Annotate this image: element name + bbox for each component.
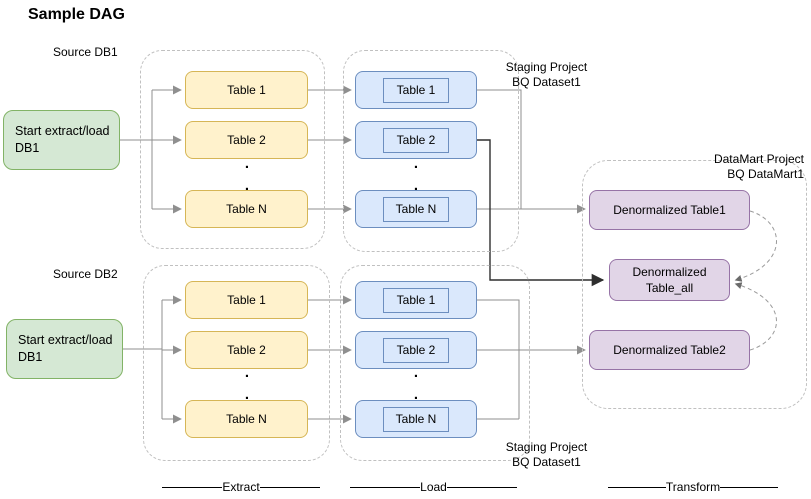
legend-load-line-left (350, 486, 421, 488)
datamart-label: DataMart Project BQ DataMart1 (688, 152, 804, 182)
db1-start-line1: Start extract/load (15, 124, 110, 138)
db1-extract-table-2: Table 2 (185, 121, 308, 159)
legend-transform: Transform (608, 480, 779, 494)
db1-load-table-1-inner: Table 1 (383, 77, 449, 103)
db2-extract-table-1: Table 1 (185, 281, 308, 319)
legend-transform-label: Transform (665, 480, 721, 494)
denormalized-table2-node: Denormalized Table2 (589, 330, 750, 370)
db1-extract-table-n: Table N (185, 190, 308, 228)
db1-extract-container (140, 50, 325, 249)
db2-load-table-2: Table 2 (355, 331, 477, 369)
source-db2-label: Source DB2 (53, 267, 118, 281)
db1-start-branch (120, 90, 153, 209)
db2-staging-label-line1: Staging Project (505, 440, 588, 454)
db2-load-table-n-inner: Table N (383, 406, 449, 432)
db2-staging-label: Staging Project BQ Dataset1 (484, 440, 609, 470)
db1-load-table-n-inner: Table N (383, 196, 449, 222)
db1-staging-label: Staging Project BQ Dataset1 (484, 60, 609, 90)
dep-curve-table1-to-all (734, 210, 777, 282)
db2-load-table-1-inner: Table 1 (383, 287, 449, 313)
db1-staging-label-line1: Staging Project (505, 60, 588, 74)
legend-load: Load (350, 480, 518, 494)
db1-start-node: Start extract/load DB1 (3, 110, 120, 170)
legend-extract-line-left (162, 486, 223, 488)
dep-curve-table2-to-all (734, 282, 777, 351)
db1-load-container (343, 50, 519, 252)
db2-start-branch (123, 300, 163, 419)
legend-load-line-right (446, 486, 518, 488)
db2-start-line1: Start extract/load (18, 333, 113, 347)
legend-extract: Extract (162, 480, 320, 494)
db1-load-table-1: Table 1 (355, 71, 477, 109)
db1-load-table-2-inner: Table 2 (383, 127, 449, 153)
legend-extract-label: Extract (222, 480, 260, 494)
db2-staging-label-line2: BQ Dataset1 (512, 455, 581, 469)
db1-extract-table-1: Table 1 (185, 71, 308, 109)
db1-start-line2: DB1 (15, 141, 40, 155)
db2-load-table-1: Table 1 (355, 281, 477, 319)
datamart-label-line1: DataMart Project (713, 152, 804, 166)
legend-transform-line-right (720, 486, 779, 488)
datamart-label-line2: BQ DataMart1 (727, 167, 804, 181)
denormalized-table-all-line1: Denormalized (632, 264, 707, 279)
datamart-container (582, 160, 807, 409)
db2-extract-container (143, 265, 330, 461)
legend-transform-line-left (608, 486, 666, 488)
db1-load1-join (477, 89, 522, 209)
db2-load-container (340, 265, 530, 461)
db2-extract-table-n: Table N (185, 400, 308, 438)
db2-start-line2: DB1 (18, 350, 43, 364)
denormalized-table1-node: Denormalized Table1 (589, 190, 750, 230)
legend-load-label: Load (420, 480, 447, 494)
denormalized-table-all-line2: Table_all (645, 281, 694, 296)
db2-load-join (477, 299, 520, 420)
source-db1-label: Source DB1 (53, 45, 118, 59)
db2-start-node: Start extract/load DB1 (6, 319, 123, 379)
db1-staging-label-line2: BQ Dataset1 (512, 75, 581, 89)
denormalized-table-all-node: Denormalized Table_all (609, 259, 730, 301)
db1-load-table-n: Table N (355, 190, 477, 228)
page-title: Sample DAG (28, 6, 125, 23)
db2-load-table-2-inner: Table 2 (383, 337, 449, 363)
db2-extract-table-2: Table 2 (185, 331, 308, 369)
db2-load-table-n: Table N (355, 400, 477, 438)
legend-extract-line-right (259, 486, 320, 488)
table-all-connector (477, 139, 605, 287)
db1-load-table-2: Table 2 (355, 121, 477, 159)
